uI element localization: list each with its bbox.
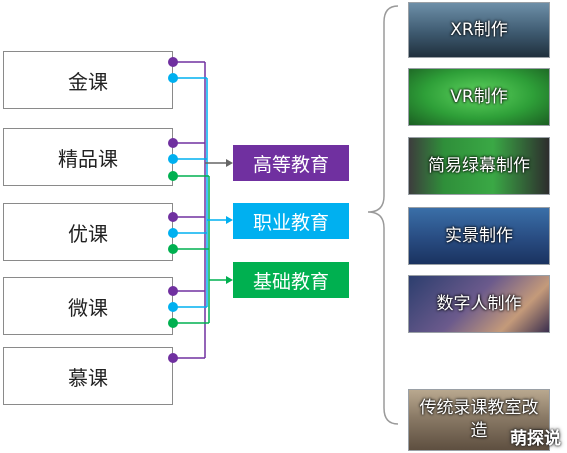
production-label: 实景制作 xyxy=(445,225,513,246)
edu-label: 高等教育 xyxy=(252,153,329,176)
production-classroom: 传统录课教室改造 xyxy=(408,389,550,451)
production-xr: XR制作 xyxy=(408,2,550,58)
edu-box-higher: 高等教育 xyxy=(233,145,349,181)
production-digital-human: 数字人制作 xyxy=(408,275,550,333)
course-label: 慕课 xyxy=(68,365,108,390)
course-box-jinke: 金课 xyxy=(3,51,173,109)
course-label: 微课 xyxy=(68,295,108,320)
production-simple-green-screen: 简易绿幕制作 xyxy=(408,137,550,195)
course-label: 优课 xyxy=(68,221,108,246)
course-label: 金课 xyxy=(68,69,108,94)
production-label: 传统录课教室改造 xyxy=(419,398,539,441)
production-live-set: 实景制作 xyxy=(408,207,550,265)
course-box-jingpinke: 精品课 xyxy=(3,128,173,186)
edu-box-basic: 基础教育 xyxy=(233,262,349,298)
course-box-weike: 微课 xyxy=(3,277,173,335)
edu-label: 职业教育 xyxy=(252,211,329,234)
production-label: 简易绿幕制作 xyxy=(428,155,530,176)
edu-label: 基础教育 xyxy=(252,270,329,293)
watermark: 萌探说 xyxy=(510,429,561,449)
curly-brace xyxy=(367,5,399,425)
production-vr: VR制作 xyxy=(408,68,550,126)
production-label: XR制作 xyxy=(450,19,508,40)
production-label: 数字人制作 xyxy=(436,293,522,314)
course-label: 精品课 xyxy=(58,146,118,171)
course-box-muke: 慕课 xyxy=(3,347,173,405)
connector-dots xyxy=(168,57,178,363)
edu-box-vocational: 职业教育 xyxy=(233,203,349,239)
production-label: VR制作 xyxy=(450,86,508,107)
